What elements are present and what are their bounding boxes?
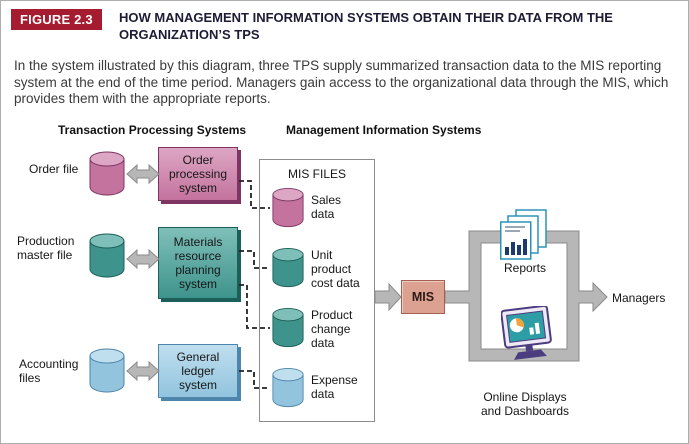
figure-number-badge: FIGURE 2.3 xyxy=(11,9,102,30)
figure-title: HOW MANAGEMENT INFORMATION SYSTEMS OBTAI… xyxy=(119,10,613,42)
double-arrow-icon xyxy=(126,248,160,270)
expense-data-cylinder-icon xyxy=(272,367,304,409)
product-change-data-label: Product change data xyxy=(311,308,353,351)
mis-box-label: MIS xyxy=(411,290,435,304)
unit-product-cost-data-label: Unit product cost data xyxy=(311,248,360,291)
online-displays-label-line2: and Dashboards xyxy=(480,404,570,419)
materials-resource-planning-system-label: Materials resource planning system xyxy=(173,234,223,292)
materials-resource-planning-system-box: Materials resource planning system xyxy=(158,227,238,299)
sales-data-cylinder-icon xyxy=(272,187,304,229)
managers-label: Managers xyxy=(612,291,666,305)
online-displays-label-line1: Online Displays xyxy=(483,390,567,404)
reports-icon xyxy=(500,209,548,261)
mis-files-title: MIS FILES xyxy=(287,167,346,181)
sales-data-label: Sales data xyxy=(311,193,342,222)
online-displays-monitor-icon xyxy=(500,304,555,362)
column-header-tps: Transaction Processing Systems xyxy=(58,123,247,137)
general-ledger-system-box: General ledger system xyxy=(158,344,238,398)
production-master-file-label: Production master file xyxy=(17,234,75,263)
double-arrows-group xyxy=(126,163,160,382)
order-file-label: Order file xyxy=(29,162,79,176)
order-processing-system-box: Order processing system xyxy=(158,147,238,201)
product-change-data-cylinder-icon xyxy=(272,307,304,349)
double-arrow-icon xyxy=(126,360,160,382)
mis-box: MIS xyxy=(401,280,445,314)
accounting-files-cylinder-icon xyxy=(89,348,125,394)
general-ledger-system-label: General ledger system xyxy=(176,349,220,393)
column-header-mis: Management Information Systems xyxy=(286,123,482,137)
online-displays-label: Online Displays and Dashboards xyxy=(463,390,587,418)
accounting-files-label: Accounting files xyxy=(19,357,79,386)
expense-data-label: Expense data xyxy=(311,373,358,402)
figure-description: In the system illustrated by this diagra… xyxy=(14,58,669,106)
production-master-file-cylinder-icon xyxy=(89,233,125,279)
mis-input-arrow-icon xyxy=(374,282,402,312)
reports-label: Reports xyxy=(503,261,547,275)
double-arrow-icon xyxy=(126,163,160,185)
unit-product-cost-data-cylinder-icon xyxy=(272,247,304,289)
order-file-cylinder-icon xyxy=(89,151,125,197)
order-processing-system-label: Order processing system xyxy=(168,152,228,196)
